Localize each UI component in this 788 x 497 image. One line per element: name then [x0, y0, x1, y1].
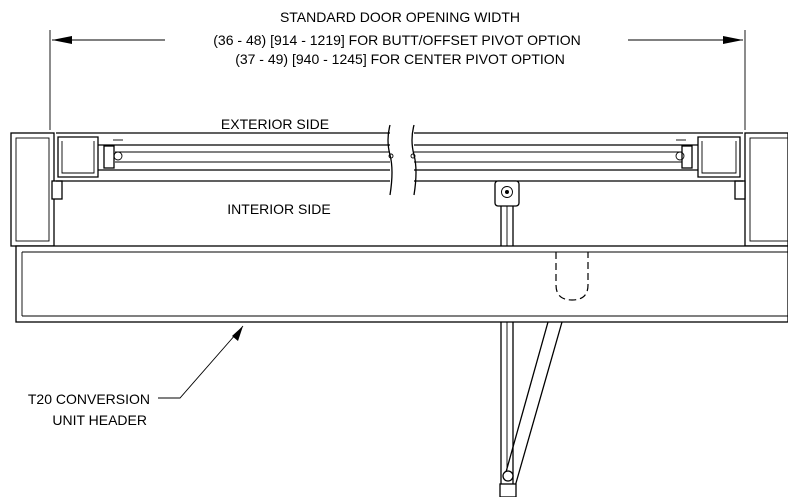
right-door-jamb [734, 132, 788, 247]
left-arrowhead [52, 36, 72, 44]
closer-arm [499, 206, 563, 497]
header-leader [158, 325, 244, 399]
right-arrowhead [723, 36, 743, 44]
dimension-butt-offset: (36 - 48) [914 - 1219] FOR BUTT/OFFSET P… [213, 32, 580, 48]
left-door-jamb [10, 132, 63, 247]
door-panel-left [56, 132, 390, 182]
interior-side-label: INTERIOR SIDE [227, 201, 330, 217]
unit-header [15, 245, 788, 323]
break-symbol [387, 124, 417, 196]
header-label-line1: T20 CONVERSION [28, 391, 150, 407]
pivot-bracket [494, 180, 520, 207]
width-dimension-line [52, 36, 743, 44]
door-panel-right [414, 132, 743, 182]
exterior-side-label: EXTERIOR SIDE [221, 116, 329, 132]
dimension-title: STANDARD DOOR OPENING WIDTH [280, 9, 520, 25]
header-label-line2: UNIT HEADER [52, 412, 147, 428]
hidden-slot-outline [555, 252, 589, 301]
leader-arrowhead [232, 326, 243, 341]
dimension-center-pivot: (37 - 49) [940 - 1245] FOR CENTER PIVOT … [235, 51, 565, 67]
